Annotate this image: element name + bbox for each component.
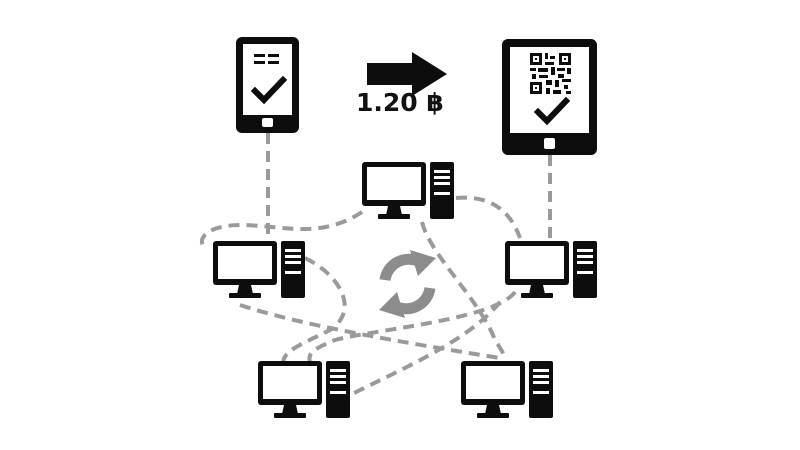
smartphone-check-icon	[236, 37, 299, 133]
qr-code-icon	[529, 52, 572, 95]
link-left-to-bottom-left-node	[281, 256, 347, 363]
payment-amount: 1.20 ฿	[356, 88, 444, 117]
network-connections	[200, 133, 552, 397]
link-top-to-bottom-right-node	[420, 221, 507, 361]
link-left-to-bottom-right-node	[239, 303, 501, 360]
link-right-to-bottom-left-node	[307, 290, 517, 363]
desktop-computer-icon	[362, 162, 454, 219]
tablet-qr-code-icon	[502, 39, 597, 155]
link-right-to-bottom-left-node-lower	[349, 300, 502, 397]
sync-arrows-icon	[379, 250, 436, 318]
link-top-to-left-node	[200, 210, 364, 250]
desktop-computer-icon	[505, 241, 597, 298]
desktop-computer-icon	[213, 241, 305, 298]
desktop-computer-icon	[258, 361, 350, 418]
bitcoin-symbol: ฿	[426, 88, 444, 117]
desktop-computer-icon	[461, 361, 553, 418]
amount-value: 1.20	[356, 88, 418, 117]
link-top-to-right-node	[455, 195, 522, 239]
arrow-right-icon	[367, 52, 447, 96]
